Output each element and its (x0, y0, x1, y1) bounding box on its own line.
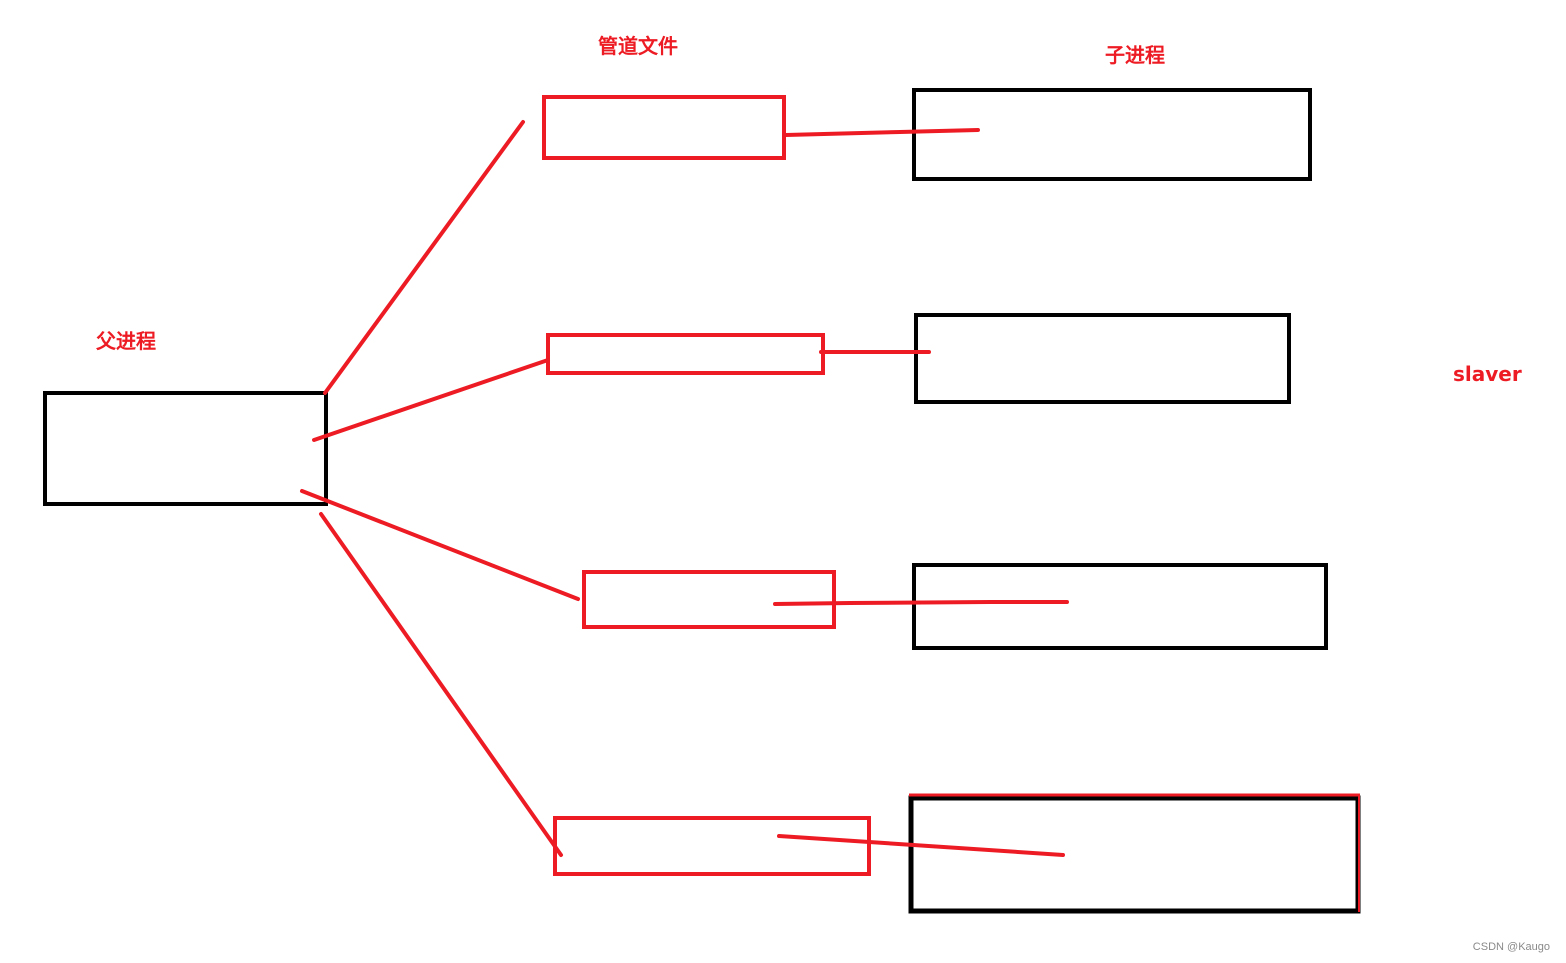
label-child-process: 子进程 (1105, 43, 1165, 67)
label-parent-process: 父进程 (96, 329, 156, 353)
connector-parent-pipe-1 (323, 120, 525, 395)
label-pipe-file: 管道文件 (598, 34, 678, 58)
pipe-box-2 (546, 333, 825, 375)
connector-pipe-child-3 (773, 600, 1069, 606)
pipe-box-1 (542, 95, 786, 160)
child-process-box-4 (908, 795, 1361, 914)
pipe-box-3 (582, 570, 836, 629)
parent-process-box (43, 391, 328, 506)
label-slaver: slaver (1453, 362, 1522, 386)
child-process-box-2 (914, 313, 1291, 404)
connector-parent-pipe-3 (300, 489, 580, 601)
pipe-box-4 (553, 816, 871, 876)
child-process-box-1 (912, 88, 1312, 181)
watermark: CSDN @Kaugo (1472, 941, 1550, 953)
connector-pipe-child-4 (777, 834, 1065, 857)
connector-parent-pipe-4 (319, 512, 563, 857)
connector-parent-pipe-2 (312, 358, 550, 442)
child-process-box-3 (912, 563, 1328, 650)
connector-pipe-child-1 (784, 128, 980, 137)
